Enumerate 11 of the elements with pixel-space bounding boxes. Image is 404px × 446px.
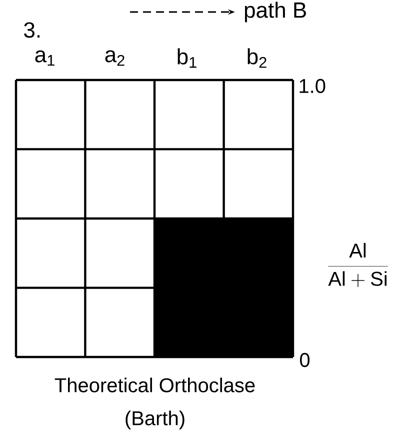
caption: (Barth) (126, 410, 184, 430)
legend-label: path B (244, 2, 306, 22)
column-label: a$_{1}$ (35, 50, 54, 66)
column-label: a$_{2}$ (105, 50, 124, 66)
caption: Theoretical Orthoclase (54, 378, 255, 392)
axis-label: $\frac{\mathrm{Al}}{\mathrm{Al+Si}}$ (328, 242, 388, 288)
axis-value: 0 (300, 352, 310, 368)
axis-value: 1.0 (300, 78, 326, 94)
column-label: b$_{1}$ (178, 48, 196, 68)
figure-number: 3. (24, 22, 40, 38)
column-label: b$_{2}$ (248, 48, 266, 68)
